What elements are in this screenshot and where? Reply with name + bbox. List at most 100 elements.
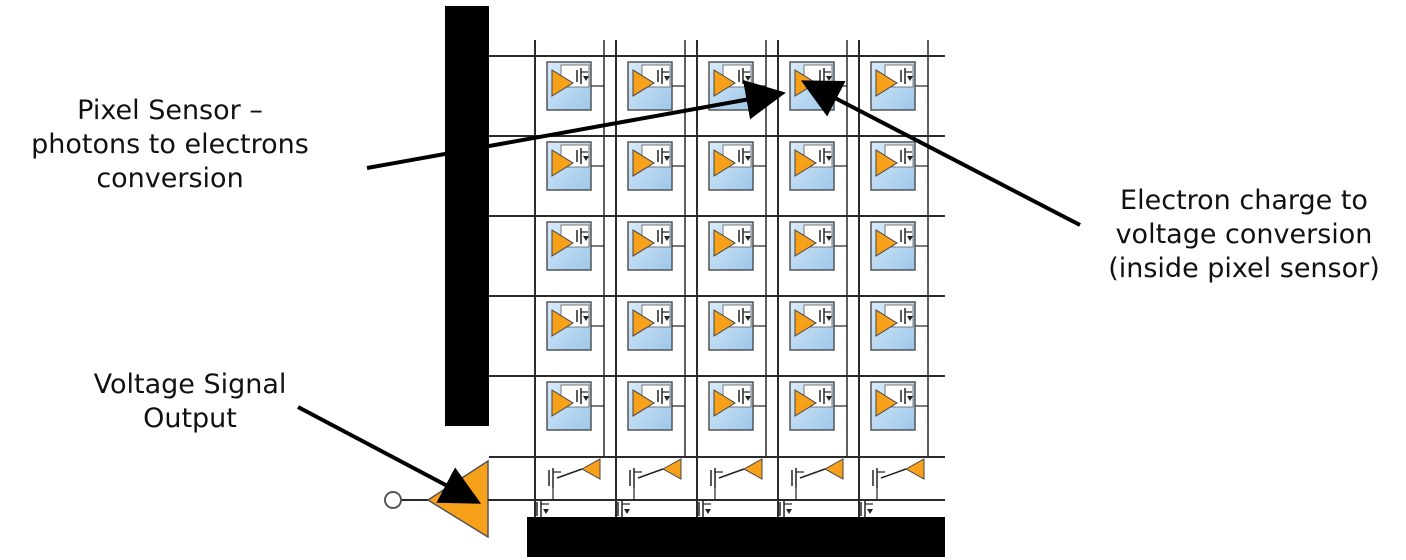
transistor-icon — [657, 228, 670, 244]
pixel-sensor-cell — [546, 221, 604, 271]
grid-wiring — [489, 40, 945, 517]
voltage-output-label-line-2: Output — [143, 403, 237, 434]
pixel-sensor-cell — [870, 221, 928, 271]
pixel-sensor-cell — [708, 221, 766, 271]
transistor-icon — [900, 228, 913, 244]
transistor-icon — [819, 388, 832, 404]
pixel-amplifier-icon — [551, 69, 574, 97]
pixel-sensor-cell — [870, 61, 928, 111]
pixel-sensor-cell — [870, 141, 928, 191]
pixel-sensor-cell — [708, 381, 766, 431]
pixel-amplifier-icon — [794, 149, 817, 177]
column-amplifier — [860, 458, 925, 518]
column-amplifier — [698, 458, 763, 518]
pixel-sensor-cell — [708, 141, 766, 191]
transistor-icon — [900, 308, 913, 324]
pixel-sensor-cell — [546, 141, 604, 191]
transistor-icon — [791, 468, 804, 488]
voltage-output-arrow — [297, 405, 482, 504]
pixel-amplifier-icon — [875, 389, 898, 417]
pixel-sensor-cell — [789, 221, 847, 271]
electron-charge-label-line-1: Electron charge to — [1120, 185, 1368, 216]
pixel-amplifier-icon — [875, 309, 898, 337]
transistor-icon — [779, 500, 792, 518]
pixel-amplifier-icon — [632, 149, 655, 177]
transistor-icon — [900, 68, 913, 84]
pixel-sensor-cell — [627, 141, 685, 191]
transistor-icon — [819, 308, 832, 324]
pixel-sensor-cell — [627, 61, 685, 111]
pixel-sensor-label: Pixel Sensor – photons to electrons conv… — [0, 94, 340, 196]
electron-charge-label-line-2: voltage conversion — [1115, 219, 1373, 250]
electron-charge-arrow — [800, 80, 1081, 227]
transistor-icon — [900, 388, 913, 404]
column-amplifier — [617, 458, 682, 518]
transistor-icon — [629, 468, 642, 488]
transistor-icon — [576, 308, 589, 324]
transistor-icon — [576, 388, 589, 404]
pixel-amplifier-icon — [713, 69, 736, 97]
output-terminal-icon — [384, 491, 402, 509]
transistor-icon — [536, 500, 549, 518]
pixel-sensor-cell — [789, 381, 847, 431]
transistor-icon — [900, 148, 913, 164]
pixel-sensor-cell — [789, 61, 847, 111]
pixel-amplifier-icon — [713, 309, 736, 337]
pixel-amplifier-icon — [551, 389, 574, 417]
transistor-icon — [576, 68, 589, 84]
pixel-amplifier-icon — [713, 229, 736, 257]
pixel-sensor-cell — [708, 301, 766, 351]
transistor-icon — [738, 228, 751, 244]
transistor-icon — [657, 388, 670, 404]
transistor-icon — [548, 468, 561, 488]
pixel-amplifier-icon — [875, 69, 898, 97]
pixel-array — [546, 61, 928, 431]
pixel-sensor-arrow — [366, 79, 786, 170]
column-amplifier-icon — [823, 458, 844, 480]
column-readout-bus-bar — [527, 517, 945, 557]
transistor-icon — [738, 308, 751, 324]
pixel-amplifier-icon — [632, 69, 655, 97]
pixel-amplifier-icon — [551, 229, 574, 257]
pixel-amplifier-icon — [632, 389, 655, 417]
pixel-sensor-cell — [627, 221, 685, 271]
transistor-icon — [738, 148, 751, 164]
transistor-icon — [872, 468, 885, 488]
column-amplifier — [536, 458, 601, 518]
pixel-amplifier-icon — [794, 229, 817, 257]
pixel-amplifier-icon — [551, 309, 574, 337]
electron-charge-label-line-3: (inside pixel sensor) — [1108, 253, 1380, 284]
transistor-icon — [698, 500, 711, 518]
pixel-sensor-cell — [546, 381, 604, 431]
pixel-sensor-label-line-1: Pixel Sensor – — [77, 95, 263, 126]
pixel-amplifier-icon — [875, 229, 898, 257]
column-amplifier-icon — [661, 458, 682, 480]
pixel-sensor-cell — [627, 381, 685, 431]
pixel-amplifier-icon — [713, 149, 736, 177]
transistor-icon — [576, 228, 589, 244]
pixel-sensor-cell — [870, 301, 928, 351]
transistor-icon — [657, 68, 670, 84]
column-amplifier — [779, 458, 844, 518]
pixel-sensor-cell — [627, 301, 685, 351]
transistor-icon — [657, 308, 670, 324]
transistor-icon — [738, 388, 751, 404]
column-amplifier-icon — [580, 458, 601, 480]
voltage-output-label-line-1: Voltage Signal — [93, 369, 287, 400]
pixel-amplifier-icon — [632, 309, 655, 337]
pixel-amplifier-icon — [794, 309, 817, 337]
pixel-sensor-cell — [546, 301, 604, 351]
transistor-icon — [819, 228, 832, 244]
pixel-amplifier-icon — [794, 389, 817, 417]
transistor-icon — [860, 500, 873, 518]
transistor-icon — [819, 148, 832, 164]
electron-charge-label: Electron charge to voltage conversion (i… — [1082, 184, 1406, 286]
pixel-sensor-cell — [789, 141, 847, 191]
pixel-sensor-cell — [546, 61, 604, 111]
column-amplifier-row — [536, 458, 925, 518]
pixel-sensor-label-line-2: photons to electrons — [31, 129, 309, 160]
pixel-amplifier-icon — [875, 149, 898, 177]
pixel-sensor-cell — [789, 301, 847, 351]
voltage-output-label: Voltage Signal Output — [62, 368, 318, 436]
